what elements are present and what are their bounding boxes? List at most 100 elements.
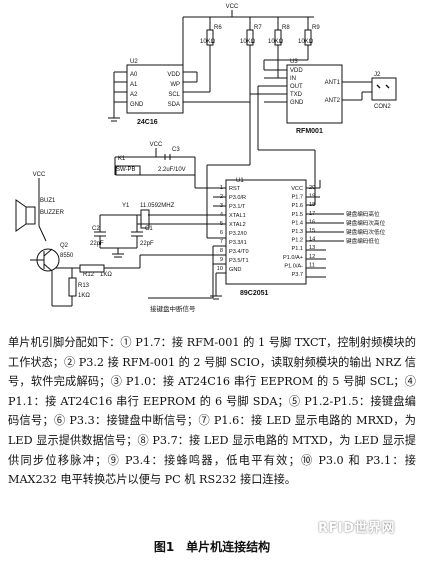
u1-right-pin-number: 14 — [309, 237, 315, 243]
r6-val: 10KΩ — [200, 39, 216, 45]
r6-ref: R6 — [214, 25, 222, 31]
u2-pin-a1: A1 — [130, 82, 138, 88]
u1-left-pin: XTAL2 — [229, 222, 246, 228]
pin-assignment-text: 单片机引脚分配如下：① P1.7：接 RFM-001 的 1 号脚 TXCT，控… — [8, 336, 416, 487]
j2-label: CON2 — [374, 104, 391, 110]
u1-right-pin: VCC — [291, 186, 303, 192]
u3-part: RFM001 — [296, 128, 323, 135]
u2-pin-a2: A2 — [130, 92, 138, 98]
u1-part: 89C2051 — [240, 290, 269, 297]
keypad-label-4: 键盘编码低位 — [346, 237, 380, 245]
u3-pin-txd: TXD — [290, 92, 303, 98]
r8-val: 10KΩ — [268, 39, 284, 45]
u1-left-pin: P3.4/T0 — [229, 249, 249, 255]
u3-pin-out: OUT — [290, 84, 303, 90]
u1-right-pin-number: 20 — [309, 185, 315, 191]
y1-val: 11.0592MHZ — [140, 203, 175, 209]
u1-left-pin: P3.3/I1 — [229, 240, 247, 246]
c2-val: 22pF — [90, 241, 104, 247]
vcc-label-left: VCC — [33, 172, 46, 178]
u1-left-pin: GND — [229, 267, 241, 273]
figure-caption: 图1 单片机连接结构 — [153, 540, 271, 554]
r12-ref: R12 — [83, 272, 95, 278]
u1-left-pin-number: 6 — [220, 230, 223, 236]
u1-right-pin: P1.4 — [291, 220, 303, 226]
interrupt-label: 接键盘中断信号 — [150, 304, 196, 313]
u1-right-pin: P1.7 — [291, 195, 303, 201]
c2-ref: C2 — [92, 226, 100, 232]
u3-pin-ant1: ANT1 — [325, 80, 341, 86]
circuit-schematic: VCC R6 10KΩ R7 10KΩ R8 10KΩ R9 10KΩ U2 A… — [15, 4, 397, 313]
u1-right-pin: P1.5 — [291, 212, 303, 218]
u1-left-pin-number: 8 — [220, 248, 223, 254]
u1-left-pin: P3.2/I0 — [229, 231, 247, 237]
r7-ref: R7 — [254, 25, 262, 31]
r13-ref: R13 — [78, 283, 90, 289]
c1-ref: C1 — [145, 226, 153, 232]
u1-left-pin: P3.1/T — [229, 204, 246, 210]
u1-right-pin-number: 11 — [309, 262, 315, 268]
r13-val: 1KΩ — [78, 293, 90, 299]
u2-pin-a0: A0 — [130, 72, 138, 78]
r12-val: 1KΩ — [100, 272, 112, 278]
c3-val: 2.2uF/10V — [158, 167, 186, 173]
u2-pin-wp: WP — [170, 82, 180, 88]
u2-pin-scl: SCL — [168, 92, 180, 98]
u1-left-pin-number: 3 — [220, 203, 223, 209]
u3-pin-ant2: ANT2 — [325, 98, 341, 104]
u1-left-pin-number: 10 — [217, 266, 223, 272]
q2-ref: Q2 — [60, 243, 69, 249]
y1-ref: Y1 — [122, 203, 130, 209]
buzzer-label: BUZZER — [40, 210, 65, 216]
buzzer-ref: BUZ1 — [40, 198, 56, 204]
u1-left-pin-number: 9 — [220, 257, 223, 263]
keypad-label-2: 键盘编码次高位 — [346, 219, 386, 227]
u1-left-pin: RST — [229, 186, 241, 192]
q2-part: 8550 — [60, 253, 74, 259]
u1-left-pin-number: 5 — [220, 221, 223, 227]
u2-pin-vdd: VDD — [167, 72, 180, 78]
c1-val: 22pF — [140, 241, 154, 247]
keypad-label-1: 键盘编码高位 — [346, 210, 380, 218]
c3-ref: C3 — [172, 147, 180, 153]
u1-left-pin: P3.0/R — [229, 195, 246, 201]
u1-left-pin: P3.5/T1 — [229, 258, 249, 264]
u3-pin-gnd: GND — [290, 100, 304, 106]
u1-left-pin-number: 1 — [220, 185, 223, 191]
u2-part: 24C16 — [137, 119, 158, 126]
vcc-label-top: VCC — [226, 4, 239, 10]
u1-right-pin-number: 13 — [309, 245, 315, 251]
u1-right-pin-number: 17 — [309, 211, 315, 217]
k1-ref: K1 — [118, 156, 126, 162]
keypad-label-3: 键盘编码次低位 — [346, 228, 386, 236]
u1-right-pin: P1.2 — [291, 238, 303, 244]
vcc-label-mid: VCC — [150, 142, 163, 148]
u1-left-pin-number: 2 — [220, 194, 223, 200]
u1-left-pin: XTAL1 — [229, 213, 246, 219]
u1-right-pin: P1.1 — [291, 246, 303, 252]
u1-right-pin-number: 12 — [309, 254, 315, 260]
u2-pin-gnd: GND — [130, 102, 144, 108]
u3-pin-vdd: VDD — [290, 68, 303, 74]
u2-pin-sda: SDA — [168, 102, 180, 108]
k1-label: SW-PB — [116, 167, 136, 173]
u3-ref: U3 — [290, 59, 298, 65]
u1-right-pin-number: 16 — [309, 219, 315, 225]
u3-pin-in: IN — [290, 76, 296, 82]
r9-val: 10KΩ — [298, 39, 314, 45]
u1-left-pin-number: 4 — [220, 212, 223, 218]
u1-right-pin-number: 19 — [309, 194, 315, 200]
watermark: RFID世界网 — [318, 521, 396, 536]
r8-ref: R8 — [282, 25, 290, 31]
u2-ref: U2 — [130, 59, 138, 65]
j2-ref: J2 — [374, 72, 381, 78]
u1-right-pin-number: 15 — [309, 228, 315, 234]
u1-right-pin-number: 18 — [309, 202, 315, 208]
r9-ref: R9 — [312, 25, 320, 31]
u1-right-pin: P1.0/A- — [284, 263, 303, 269]
u1-right-pin: P1.6 — [291, 203, 303, 209]
u1-right-pin: P1.3 — [291, 229, 303, 235]
u1-right-pin: P1.0/A+ — [283, 255, 303, 261]
